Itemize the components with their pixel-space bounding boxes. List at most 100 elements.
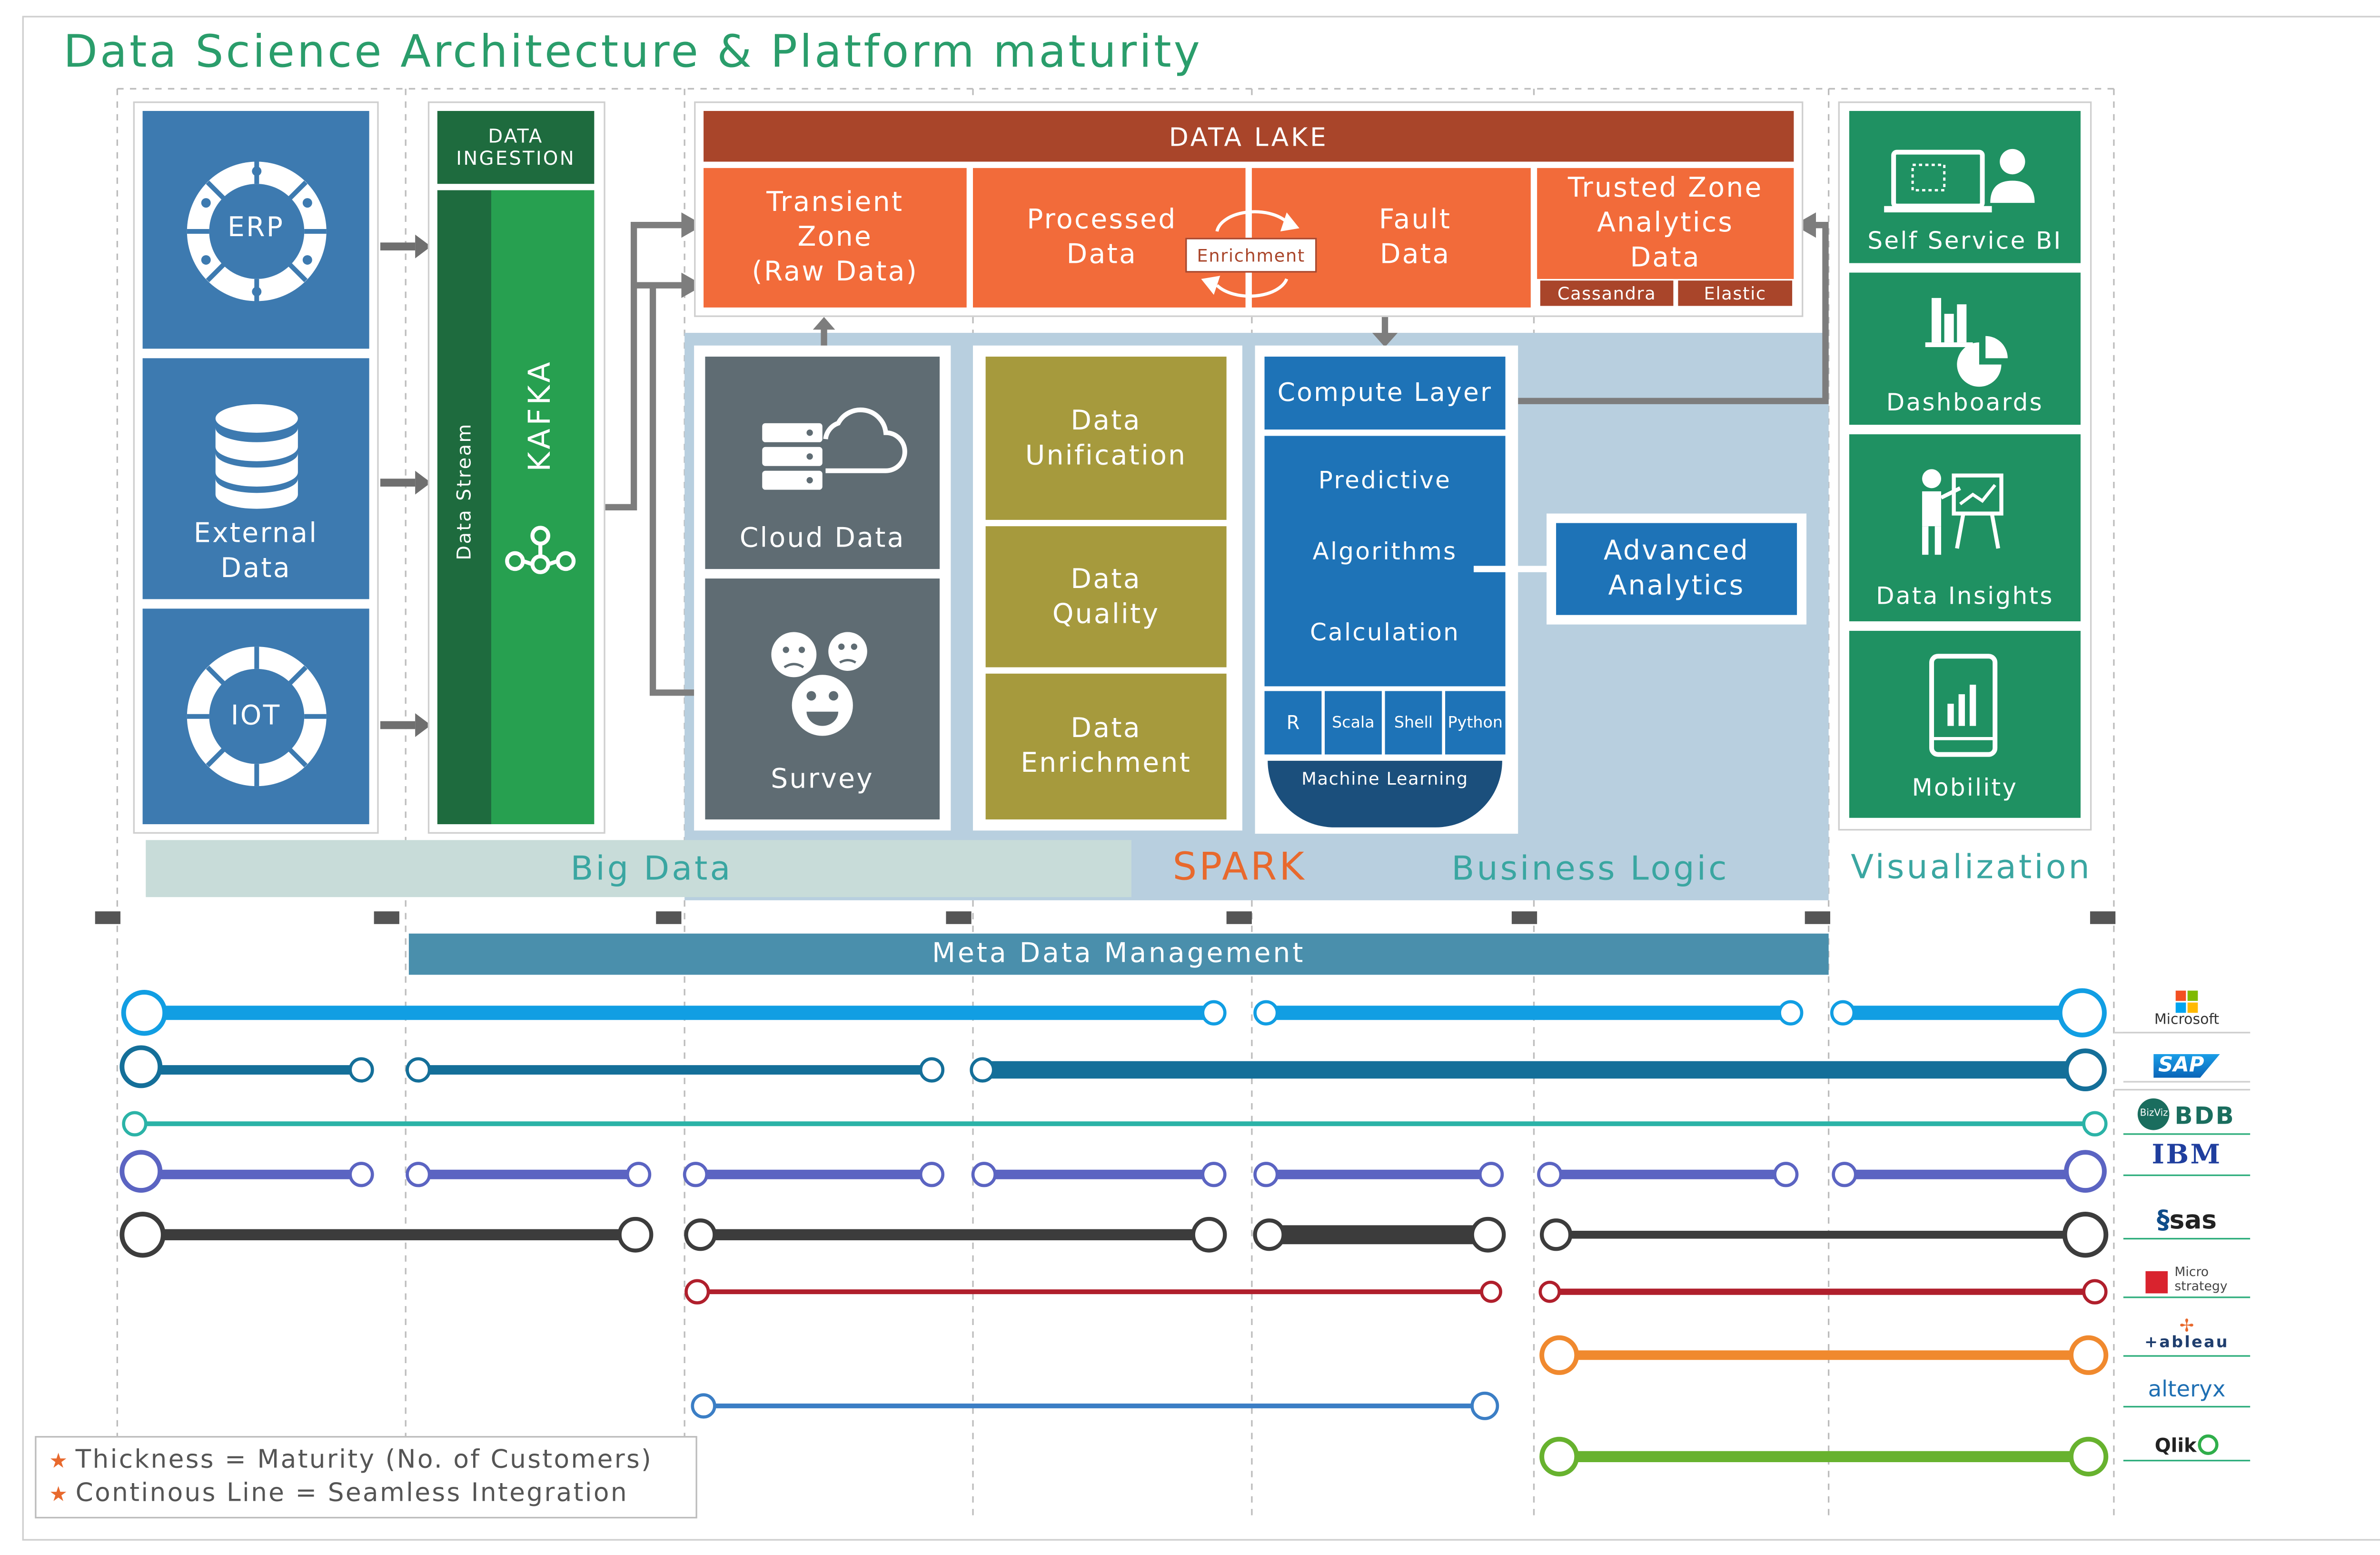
mobility-tile: Mobility — [1849, 630, 2081, 818]
database-icon — [215, 404, 298, 509]
meta-data-label: Meta Data Management — [932, 938, 1306, 970]
data-quality-label: Data Quality — [1052, 563, 1160, 630]
dashboard-chart-icon — [1925, 298, 2008, 387]
machine-learning-bowl: Machine Learning — [1268, 760, 1502, 827]
iot-label: IOT — [230, 700, 281, 732]
legend-continuous-label: Continous Line = Seamless Integration — [75, 1477, 628, 1507]
microsoft-logo-icon — [2175, 989, 2198, 1012]
survey-tile: Survey — [705, 578, 940, 820]
compute-layer-header: Compute Layer — [1264, 357, 1506, 430]
cassandra-chip: Cassandra — [1540, 280, 1674, 306]
cassandra-label: Cassandra — [1557, 283, 1656, 304]
legend-box: ★Thickness = Maturity (No. of Customers)… — [35, 1436, 697, 1519]
legend-thickness-label: Thickness = Maturity (No. of Customers) — [75, 1444, 653, 1474]
microsoft-label: Microsoft — [2154, 1012, 2220, 1028]
strategy-label: strategy — [2174, 1279, 2228, 1294]
data-unification-label: Data Unification — [1025, 405, 1187, 472]
cloud-data-tile: Cloud Data — [705, 357, 940, 569]
microstrategy-logo-icon — [2146, 1271, 2169, 1294]
big-data-band — [146, 840, 1131, 897]
legend-item-thickness: ★Thickness = Maturity (No. of Customers) — [49, 1444, 695, 1477]
sap-label: SAP — [2153, 1054, 2220, 1078]
qlik-q-icon — [2198, 1434, 2219, 1455]
bdb-label: BDB — [2174, 1101, 2236, 1130]
vendor-microsoft: Microsoft — [2123, 989, 2251, 1034]
data-insights-label: Data Insights — [1876, 581, 2054, 610]
self-service-bi-label: Self Service BI — [1867, 227, 2063, 255]
ibm-line — [119, 1150, 2107, 1193]
self-service-bi-tile: Self Service BI — [1849, 111, 2081, 263]
erp-label: ERP — [228, 212, 285, 244]
data-lake-header-label: DATA LAKE — [1169, 121, 1329, 151]
qlik-label: Qlik — [2154, 1434, 2197, 1457]
enrichment-badge-label: Enrichment — [1197, 245, 1305, 266]
survey-label: Survey — [771, 764, 874, 796]
presenter-board-icon — [1922, 469, 2003, 555]
predictive-panel: Predictive Algorithms Calculation — [1264, 436, 1506, 687]
predictive-label: Predictive — [1318, 466, 1452, 495]
lang-shell-label: Shell — [1394, 714, 1433, 732]
dashboards-tile: Dashboards — [1849, 272, 2081, 425]
lang-python-label: Python — [1448, 714, 1503, 732]
transient-zone-label: Transient Zone (Raw Data) — [752, 187, 919, 289]
data-unification-tile: Data Unification — [985, 357, 1227, 520]
big-data-band-label: Big Data — [570, 849, 733, 888]
mobility-label: Mobility — [1912, 773, 2018, 802]
erp-ring-icon — [187, 161, 327, 301]
vendor-alteryx: alteryx — [2123, 1366, 2251, 1408]
meta-data-bar: Meta Data Management — [408, 933, 1829, 975]
data-enrichment-label: Data Enrichment — [1021, 713, 1192, 780]
fault-data-label: Fault Data — [1378, 204, 1452, 271]
vendor-ibm: IBM — [2123, 1135, 2251, 1176]
spark-band-label: SPARK — [1172, 845, 1307, 889]
external-data-tile: External Data — [142, 358, 369, 599]
microsoft-line — [121, 988, 2107, 1037]
diagram-title: Data Science Architecture & Platform mat… — [63, 25, 1202, 78]
erp-tile: ERP — [142, 111, 369, 349]
elastic-chip: Elastic — [1678, 280, 1793, 306]
outer-frame — [22, 16, 2380, 1541]
qlik-line — [1539, 1436, 2109, 1476]
alteryx-line — [691, 1391, 1499, 1420]
microstrategy-label: Micro strategy — [2174, 1265, 2227, 1294]
mobile-phone-icon — [1929, 654, 1998, 757]
lang-r: R — [1264, 691, 1322, 755]
cloud-data-label: Cloud Data — [739, 523, 905, 555]
lang-python: Python — [1445, 691, 1506, 755]
ingestion-header-label: DATA INGESTION — [456, 125, 575, 170]
monitor-user-icon — [1884, 149, 2035, 213]
ibm-label: IBM — [2152, 1139, 2222, 1172]
iot-ring-icon — [187, 647, 327, 787]
sas-s-icon: § — [2157, 1205, 2170, 1235]
dashboards-label: Dashboards — [1886, 388, 2044, 417]
legend-item-continuous: ★Continous Line = Seamless Integration — [49, 1477, 695, 1511]
data-insights-tile: Data Insights — [1849, 434, 2081, 621]
vendor-tableau: ✢ +ableau — [2123, 1316, 2251, 1357]
sas-label: sas — [2169, 1205, 2217, 1235]
vendor-qlik: Qlik — [2123, 1420, 2251, 1462]
advanced-analytics-label: Advanced Analytics — [1603, 536, 1750, 603]
tableau-line — [1539, 1335, 2109, 1375]
kafka-panel — [491, 190, 595, 825]
vendor-microstrategy: Micro strategy — [2123, 1260, 2251, 1298]
data-enrichment-tile: Data Enrichment — [985, 673, 1227, 820]
lang-shell: Shell — [1385, 691, 1442, 755]
algorithms-label: Algorithms — [1312, 537, 1458, 566]
vendor-bdb: BizViz BDB — [2123, 1094, 2251, 1135]
vendor-sas: § sas — [2123, 1198, 2251, 1240]
ingestion-header: DATA INGESTION — [437, 111, 595, 184]
machine-learning-label: Machine Learning — [1301, 768, 1468, 789]
external-data-label: External Data — [193, 518, 318, 585]
elastic-label: Elastic — [1704, 283, 1766, 304]
lang-scala-label: Scala — [1332, 714, 1375, 732]
star-icon: ★ — [49, 1483, 69, 1507]
processed-data: Processed Data — [973, 168, 1246, 308]
enrichment-badge: Enrichment — [1185, 238, 1317, 273]
smiley-faces-icon — [769, 629, 870, 738]
